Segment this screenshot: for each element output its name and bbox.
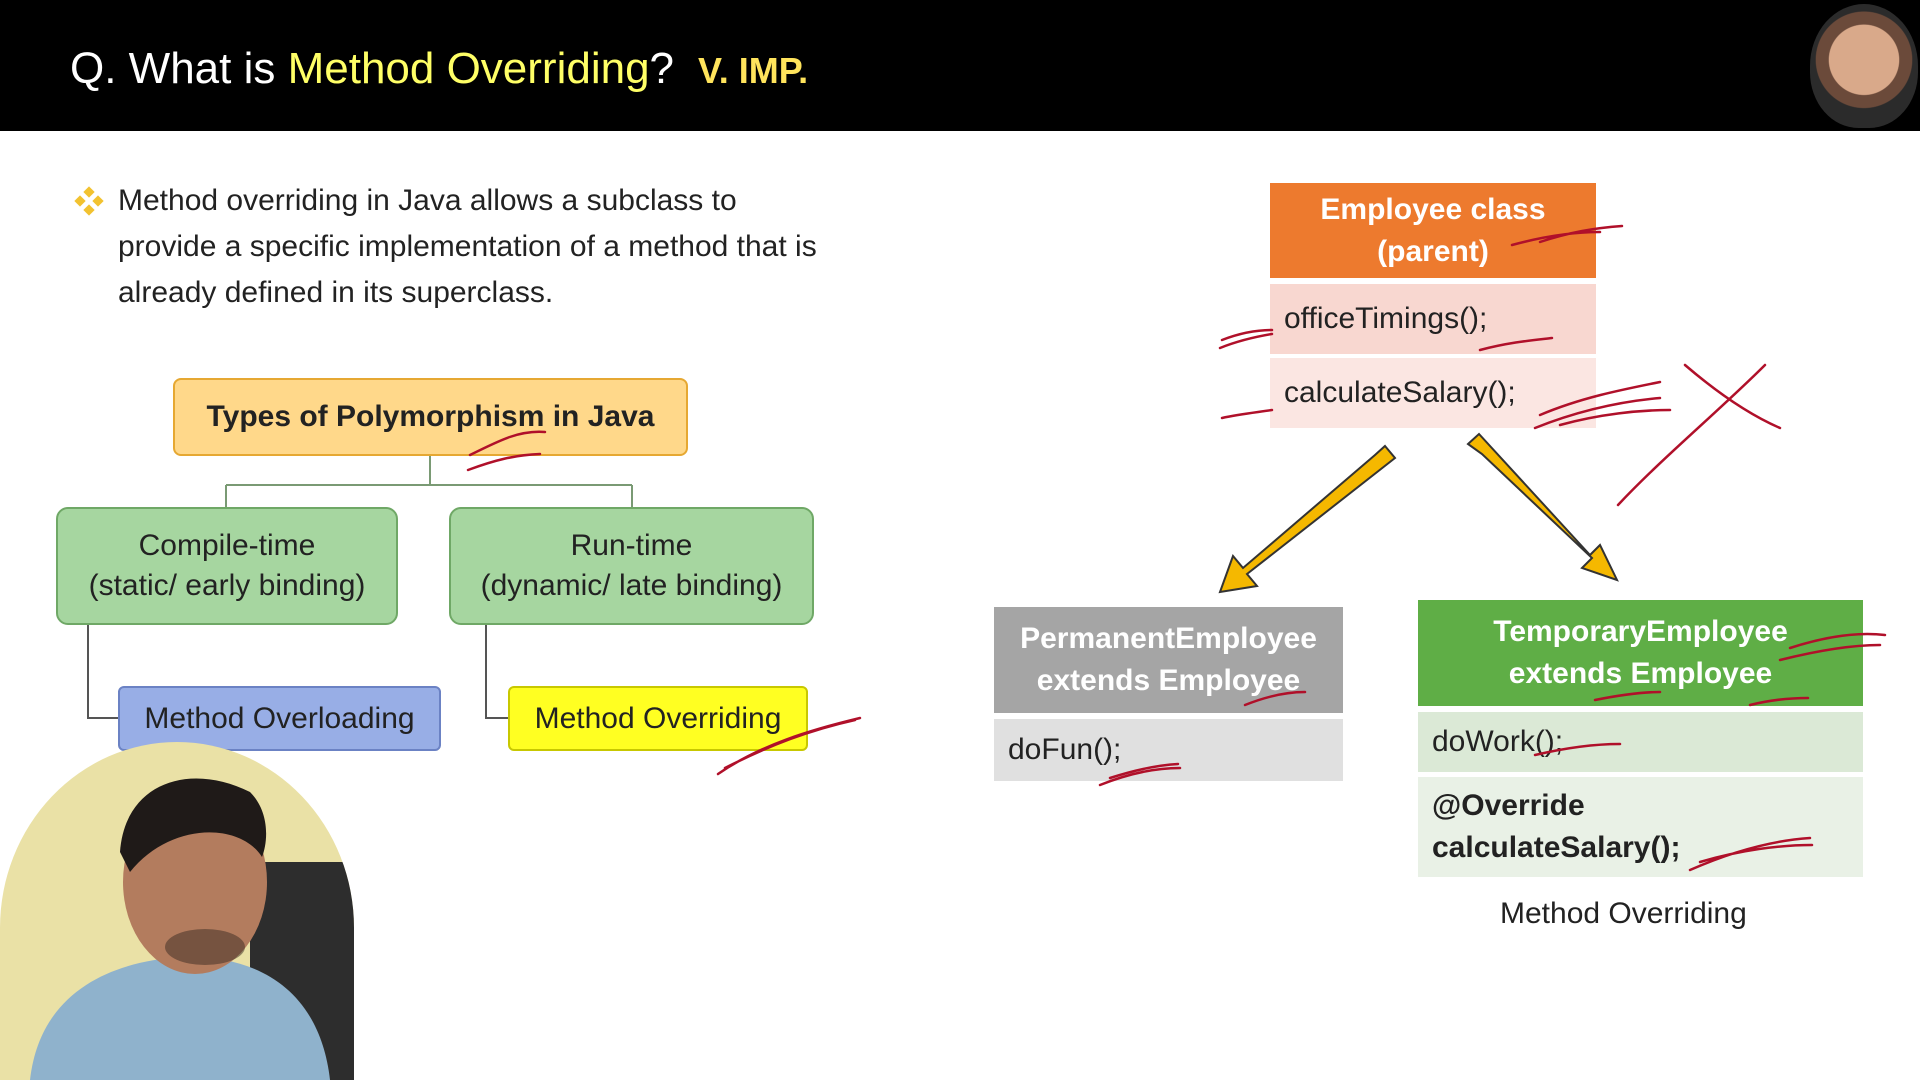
- compile-time-box: Compile-time (static/ early binding): [56, 507, 398, 625]
- employee-class-subtitle: (parent): [1377, 234, 1489, 268]
- presenter-webcam: [0, 742, 354, 1080]
- title-suffix: ?: [649, 44, 675, 93]
- method-overloading-box: Method Overloading: [118, 686, 441, 751]
- temporary-override-method: @Override calculateSalary();: [1418, 777, 1863, 877]
- temporary-employee-header: TemporaryEmployee extends Employee: [1418, 600, 1863, 706]
- run-time-label: Run-time: [570, 529, 693, 562]
- title-prefix: Q. What is: [70, 44, 288, 93]
- run-time-box: Run-time (dynamic/ late binding): [449, 507, 814, 625]
- temporary-employee-extends: extends Employee: [1508, 657, 1773, 690]
- diamond-bullet-icon: [74, 186, 104, 216]
- employee-class-title: Employee class: [1320, 192, 1546, 226]
- employee-method-calculate-salary: calculateSalary();: [1270, 358, 1596, 428]
- permanent-employee-extends: extends Employee: [1036, 664, 1301, 697]
- permanent-employee-title: PermanentEmployee: [1020, 622, 1317, 655]
- override-method-name: calculateSalary();: [1432, 831, 1681, 864]
- temporary-method-do-work: doWork();: [1418, 712, 1863, 772]
- diagram-caption: Method Overriding: [1500, 897, 1747, 930]
- permanent-employee-header: PermanentEmployee extends Employee: [994, 607, 1343, 713]
- employee-method-office-timings: officeTimings();: [1270, 284, 1596, 354]
- presenter-avatar: [1810, 4, 1918, 128]
- run-time-sublabel: (dynamic/ late binding): [480, 569, 783, 602]
- employee-class-header: Employee class (parent): [1270, 183, 1596, 278]
- slide-title: Q. What is Method Overriding?: [70, 44, 674, 94]
- permanent-method-do-fun: doFun();: [994, 719, 1343, 781]
- definition-text: Method overriding in Java allows a subcl…: [118, 184, 817, 309]
- importance-badge: V. IMP.: [698, 50, 809, 91]
- compile-time-sublabel: (static/ early binding): [88, 569, 366, 602]
- compile-time-label: Compile-time: [138, 529, 316, 562]
- override-annotation: @Override: [1432, 789, 1585, 822]
- polymorphism-types-box: Types of Polymorphism in Java: [173, 378, 688, 456]
- temporary-employee-title: TemporaryEmployee: [1493, 615, 1788, 648]
- title-highlight: Method Overriding: [287, 44, 650, 93]
- slide-header: Q. What is Method Overriding? V. IMP.: [0, 0, 1920, 131]
